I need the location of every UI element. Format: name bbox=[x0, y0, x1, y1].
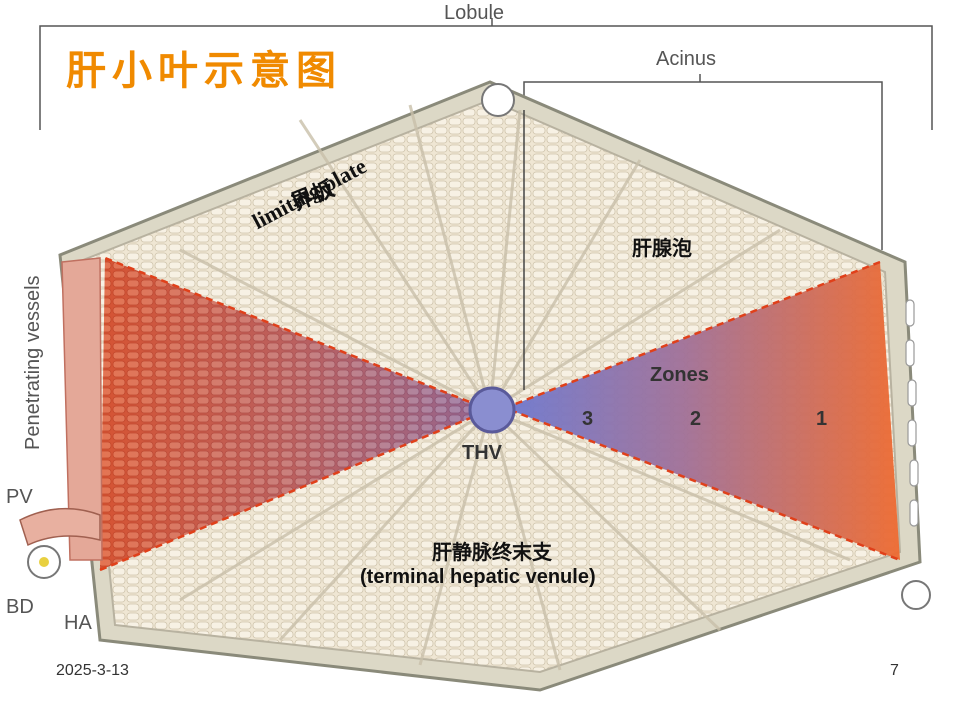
ha-label: HA bbox=[64, 612, 92, 634]
slide-title: 肝小叶示意图 bbox=[66, 48, 342, 94]
thv-label: THV bbox=[462, 442, 502, 464]
pv-label: PV bbox=[6, 486, 33, 508]
portal-triads bbox=[27, 83, 931, 610]
slide-date: 2025-3-13 bbox=[56, 662, 129, 679]
zones-label: Zones bbox=[650, 364, 709, 386]
left-wedge-tint bbox=[100, 258, 490, 570]
lobule-bracket bbox=[39, 18, 933, 130]
terminal-venule-en-label: (terminal hepatic venule) bbox=[360, 566, 596, 588]
zone-2-label: 2 bbox=[690, 408, 702, 430]
zone-3-label: 3 bbox=[582, 408, 594, 430]
central-vein bbox=[468, 386, 516, 434]
acinus-label: Acinus bbox=[656, 48, 717, 70]
terminal-venule-cn-label: 肝静脉终末支 bbox=[432, 540, 552, 564]
acinus-cn-label: 肝腺泡 bbox=[632, 236, 692, 260]
page-number: 7 bbox=[890, 662, 899, 679]
right-zone-wedge bbox=[505, 262, 900, 560]
sinusoid-lines bbox=[179, 104, 851, 671]
lobule-label: Lobule bbox=[444, 2, 505, 24]
zone-1-label: 1 bbox=[816, 408, 828, 430]
septum-vessels bbox=[905, 299, 919, 527]
penetrating-vessel-band bbox=[61, 257, 103, 561]
portal-vein bbox=[19, 507, 101, 547]
bd-label: BD bbox=[6, 596, 34, 618]
penetrating-vessels-label: Penetrating vessels bbox=[22, 275, 44, 450]
